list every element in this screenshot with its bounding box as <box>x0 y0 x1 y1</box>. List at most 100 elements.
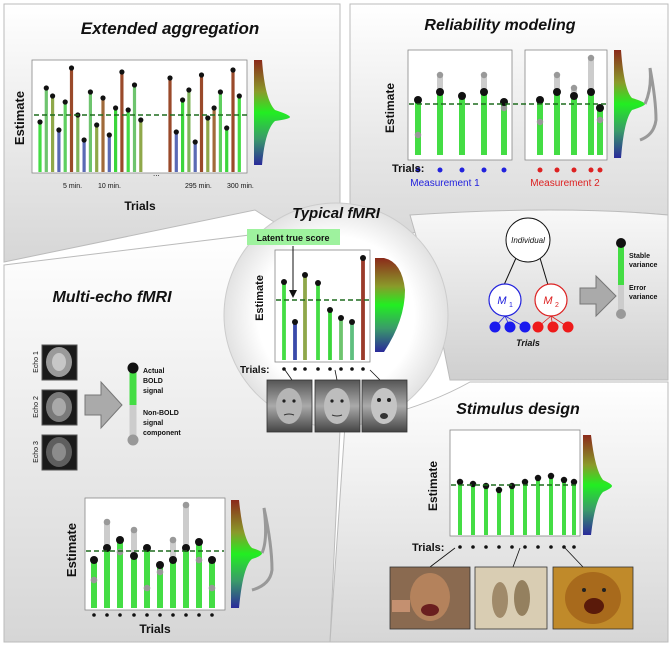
reliability-error-point <box>536 118 544 126</box>
reliability-bar <box>437 92 443 155</box>
reliability-bar <box>571 96 577 155</box>
extended-tick-10: 10 min. <box>98 183 121 190</box>
stimulus-trial-dot <box>572 545 576 549</box>
extended-point <box>211 105 217 111</box>
extended-point <box>37 119 43 125</box>
reliability-trial-dot <box>554 167 560 173</box>
stimulus-point <box>570 478 578 486</box>
reliability-bar <box>537 100 543 155</box>
multiecho-point <box>143 544 151 552</box>
typical-plot-area <box>274 249 371 363</box>
reliability-point <box>587 88 595 96</box>
reliability-trial-dot <box>437 167 443 173</box>
legend-actual-3: signal <box>143 388 163 395</box>
extended-tick-295: 295 min. <box>185 183 212 190</box>
stimulus-bar <box>471 484 475 535</box>
typical-bar <box>350 322 354 360</box>
multiecho-point <box>156 561 164 569</box>
stimulus-trials-label: Trials: <box>412 542 444 554</box>
extended-bar <box>95 125 99 172</box>
extended-point <box>119 69 125 75</box>
multiecho-y-label: Estimate <box>64 523 79 577</box>
multiecho-x-label: Trials <box>139 622 171 636</box>
reliability-trial-dot <box>501 167 507 173</box>
stimulus-trial-dot <box>497 545 501 549</box>
extended-point <box>192 139 198 145</box>
multiecho-point <box>169 556 177 564</box>
multiecho-error-point <box>103 518 111 526</box>
reliability-error-point <box>553 71 561 79</box>
multiecho-point <box>208 556 216 564</box>
extended-point <box>106 132 112 138</box>
stimulus-point <box>560 476 568 484</box>
multiecho-error-bar <box>170 540 176 560</box>
stimulus-point <box>547 472 555 480</box>
multiecho-point <box>130 552 138 560</box>
multiecho-trial-dot <box>118 613 122 617</box>
typical-bar <box>316 283 320 360</box>
extended-point <box>230 67 236 73</box>
legend-nonbold-1: Non-BOLD <box>143 410 179 417</box>
multiecho-point <box>103 544 111 552</box>
reliability-point <box>570 92 578 100</box>
typical-trial-dots <box>282 367 365 371</box>
multiecho-error-point <box>116 548 124 556</box>
typical-point <box>281 279 287 285</box>
multiecho-bar <box>117 540 123 608</box>
multiecho-bar <box>196 542 202 608</box>
extended-point <box>87 89 93 95</box>
extended-bar <box>174 132 178 172</box>
extended-tick-300: 300 min. <box>227 183 254 190</box>
typical-y-label: Estimate <box>254 275 266 321</box>
m1-label: M <box>497 295 507 307</box>
stimulus-bar <box>510 486 514 535</box>
stimulus-bar <box>562 480 566 535</box>
multiecho-trial-dot <box>158 613 162 617</box>
stimulus-trial-dot <box>510 545 514 549</box>
stimulus-bar <box>572 482 576 535</box>
stimulus-point <box>469 480 477 488</box>
error-label-2: variance <box>629 294 658 301</box>
multiecho-bar <box>104 548 110 608</box>
legend-nonbold-2: signal <box>143 420 163 427</box>
extended-bar <box>69 68 74 172</box>
reliability-point <box>480 88 488 96</box>
extended-bar <box>38 122 42 172</box>
extended-bar <box>120 72 124 172</box>
face-image-1 <box>266 379 313 433</box>
stimulus-bar <box>523 482 527 535</box>
extended-bar <box>168 78 172 172</box>
extended-point <box>68 65 75 71</box>
latent-arrowhead <box>289 290 297 298</box>
model-arrow <box>579 274 617 318</box>
typical-trial-dot <box>293 367 297 371</box>
stimulus-bar <box>497 490 501 535</box>
multiecho-error-bar <box>131 530 137 556</box>
extended-point <box>236 93 242 99</box>
model-trials-label: Trials <box>516 338 540 348</box>
stimulus-image-1 <box>389 566 471 630</box>
stimulus-bar <box>484 486 488 535</box>
stimulus-y-label: Estimate <box>426 461 440 511</box>
stimulus-point <box>508 482 516 490</box>
typical-bar <box>339 318 343 360</box>
typical-trials-label: Trials: <box>240 365 269 376</box>
reliability-error-bar <box>554 75 560 92</box>
extended-bar <box>44 88 48 172</box>
multiecho-bar <box>209 560 215 608</box>
stimulus-trial-dot <box>484 545 488 549</box>
extended-point <box>81 137 87 143</box>
multiecho-error-point <box>182 501 190 509</box>
extended-bar <box>101 98 105 172</box>
extended-bar <box>181 100 185 172</box>
reliability-point <box>536 96 544 104</box>
typical-trial-dot <box>282 367 286 371</box>
echo-images <box>41 344 78 471</box>
stimulus-point <box>495 486 503 494</box>
reliability-colorbar <box>614 50 621 158</box>
extended-colorbar <box>254 60 262 165</box>
multiecho-point <box>195 538 203 546</box>
extended-bar <box>51 96 55 172</box>
typical-point <box>349 319 355 325</box>
